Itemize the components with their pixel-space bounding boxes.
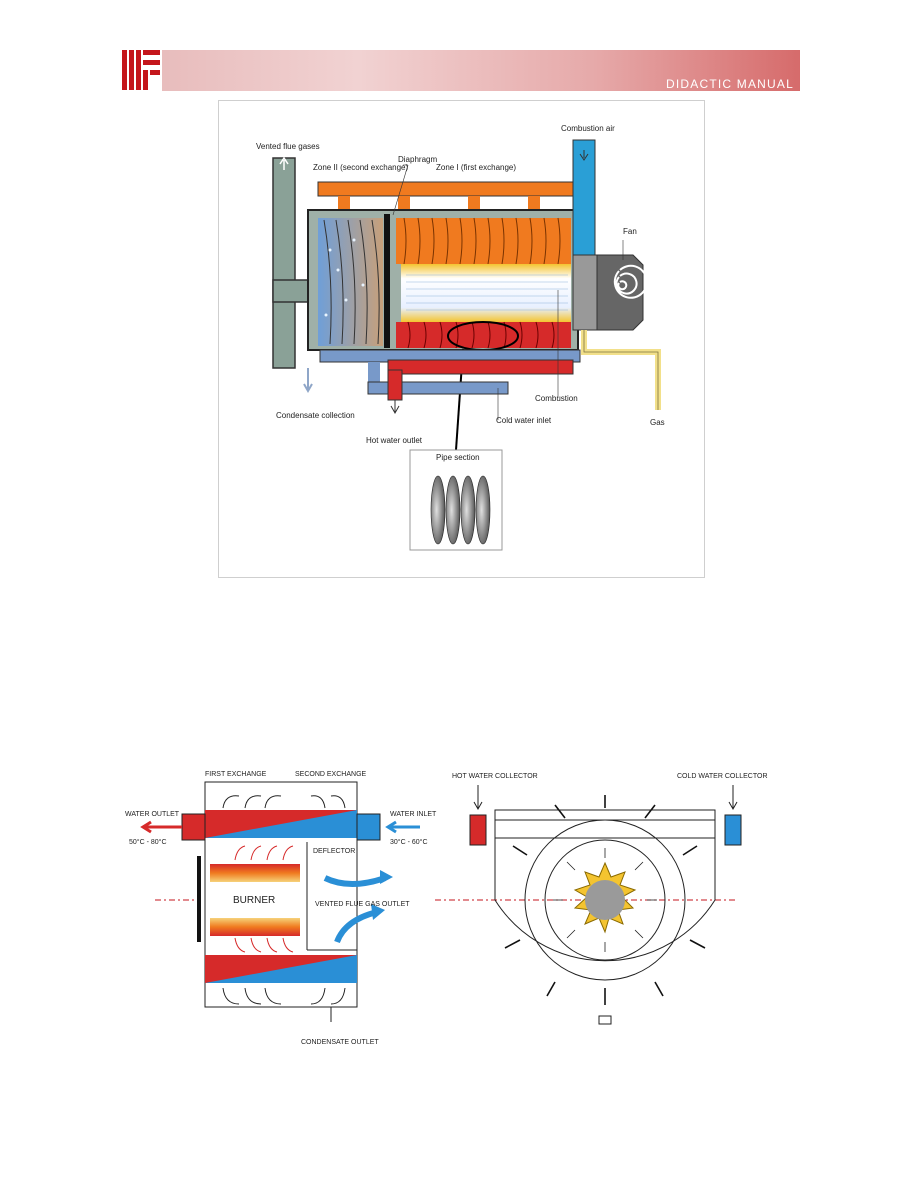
label-second-exchange: SECOND EXCHANGE (295, 771, 367, 778)
label-zone-1: Zone I (first exchange) (436, 163, 516, 172)
label-hot-water-outlet: Hot water outlet (366, 436, 423, 445)
label-vented-flue-gas-outlet: VENTED FLUE GAS OUTLET (315, 901, 410, 908)
label-water-inlet: WATER INLET (390, 811, 437, 818)
header-band (120, 50, 800, 91)
label-condensate-collection: Condensate collection (276, 411, 355, 420)
figure-2-exchanger-schematic: FIRST EXCHANGE SECOND EXCHANGE WATER OUT… (125, 771, 768, 1046)
label-cold-water-collector: COLD WATER COLLECTOR (677, 773, 768, 780)
header-title: DIDACTIC MANUAL (665, 77, 794, 91)
logo (120, 48, 162, 92)
label-cold-water-inlet: Cold water inlet (496, 416, 552, 425)
label-inlet-temp: 30°C - 60°C (390, 838, 428, 846)
label-combustion: Combustion (535, 394, 578, 403)
label-outlet-temp: 50°C - 80°C (129, 838, 167, 846)
label-first-exchange: FIRST EXCHANGE (205, 771, 267, 778)
label-pipe-section: Pipe section (436, 453, 480, 462)
label-combustion-air: Combustion air (561, 124, 615, 133)
label-diaphragm: Diaphragm (398, 155, 437, 164)
label-fan: Fan (623, 227, 637, 236)
label-vented-flue-gases: Vented flue gases (256, 142, 320, 151)
label-burner: BURNER (233, 895, 275, 906)
label-gas: Gas (650, 418, 665, 427)
label-hot-water-collector: HOT WATER COLLECTOR (452, 773, 538, 780)
figure-1-boiler-section: Vented flue gases Diaphragm Combustion a… (256, 124, 665, 551)
label-water-outlet: WATER OUTLET (125, 811, 180, 818)
label-deflector: DEFLECTOR (313, 848, 355, 855)
label-condensate-outlet: CONDENSATE OUTLET (301, 1039, 379, 1046)
label-zone-2: Zone II (second exchange) (313, 163, 409, 172)
